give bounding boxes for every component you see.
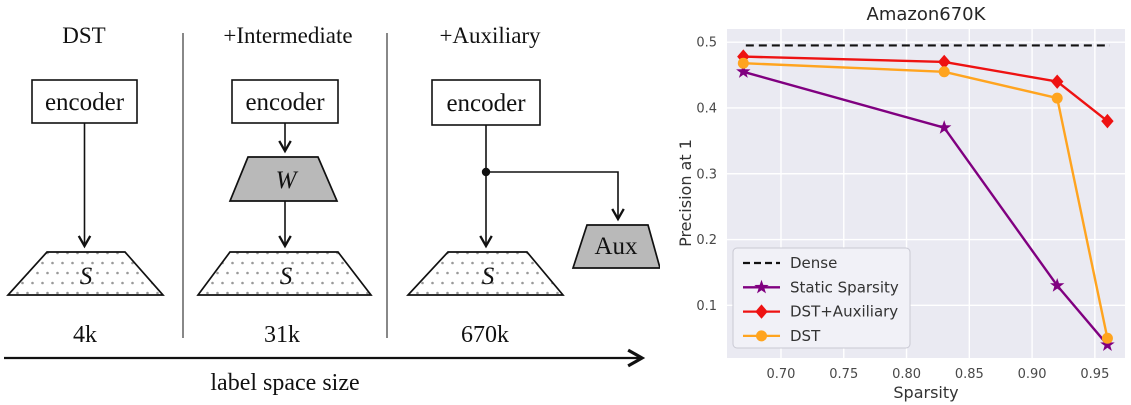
series-marker-dst-auxiliary [938, 54, 951, 70]
series-marker-static-sparsity [1100, 337, 1115, 351]
aux-layer-trapezoid [571, 224, 660, 269]
legend-sample-marker [755, 304, 768, 319]
intermediate-layer-trapezoid [228, 156, 339, 202]
sparse-layer-trapezoid [196, 251, 373, 296]
intermediate-layer-symbol: W [276, 167, 299, 194]
series-line-dst-auxiliary [743, 55, 1109, 123]
series-marker-dst [938, 66, 950, 78]
label-space-size-intermediate: 31k [264, 322, 300, 348]
sparse-layer-symbol: S [280, 263, 293, 290]
series-marker-dst [737, 57, 749, 69]
encoder-box [31, 79, 138, 124]
data-series [736, 44, 1115, 351]
y-tick-label: 0.1 [696, 299, 717, 314]
diagram-section-intermediate: +Intermediate encoder W S 31k [196, 23, 373, 348]
diagram-section-dst: DST encoder S 4k [6, 23, 165, 348]
branch-to-aux-arrow [486, 171, 625, 222]
legend-sample-marker [754, 279, 769, 294]
label-space-size-dst: 4k [73, 322, 97, 348]
legend-entry-label: Dense [790, 254, 837, 272]
label-space-size-auxiliary: 670k [461, 322, 509, 348]
sparse-layer-trapezoid [6, 251, 165, 296]
encoder-box [231, 79, 339, 124]
section-title-dst: DST [62, 23, 105, 48]
series-line-dst [743, 62, 1109, 339]
encoder-label: encoder [446, 90, 526, 117]
x-tick-label: 0.75 [829, 367, 858, 382]
diagram-section-auxiliary: +Auxiliary encoder Aux S 670k [406, 23, 660, 348]
section-title-intermediate: +Intermediate [223, 23, 352, 48]
x-tick-label: 0.70 [767, 367, 796, 382]
series-marker-dst [1101, 332, 1113, 344]
chart-title: Amazon670K [867, 4, 987, 25]
encoder-label: encoder [245, 89, 325, 116]
legend-sample-marker [756, 330, 767, 342]
series-marker-static-sparsity [937, 120, 952, 134]
encoder-label: encoder [45, 89, 125, 116]
axis-ticks: 0.70 0.75 0.80 0.85 0.90 0.95 0.1 0.2 0.3 0.4 0.5 [696, 36, 1109, 382]
x-tick-label: 0.85 [955, 367, 984, 382]
label-space-axis-label: label space size [210, 370, 359, 396]
section-title-auxiliary: +Auxiliary [439, 23, 541, 48]
legend-entry-label: Static Sparsity [790, 278, 899, 296]
series-marker-static-sparsity [1050, 278, 1065, 292]
encoder-box [431, 79, 541, 126]
x-tick-label: 0.80 [892, 367, 921, 382]
sparse-layer-trapezoid [406, 251, 565, 296]
series-marker-dst-auxiliary [1051, 74, 1064, 89]
y-tick-label: 0.2 [696, 233, 717, 248]
series-marker-dst [1051, 92, 1063, 104]
y-tick-label: 0.3 [696, 167, 717, 182]
series-marker-dst-auxiliary [1101, 113, 1114, 129]
sparse-layer-symbol: S [482, 263, 495, 290]
series-marker-static-sparsity [736, 64, 751, 78]
y-tick-label: 0.4 [696, 101, 717, 116]
x-tick-label: 0.90 [1018, 367, 1047, 382]
legend-box [732, 247, 911, 349]
x-axis-label: Sparsity [893, 383, 958, 402]
legend-entry-label: DST+Auxiliary [790, 303, 898, 321]
y-axis-label: Precision at 1 [676, 139, 695, 247]
aux-layer-label: Aux [594, 233, 638, 260]
x-tick-label: 0.95 [1080, 367, 1109, 382]
y-tick-label: 0.5 [696, 36, 717, 51]
architecture-diagram: DST encoder S 4k +Intermediate encoder W… [4, 23, 660, 396]
legend-entry-label: DST [790, 327, 821, 345]
sparse-layer-symbol: S [80, 263, 93, 290]
series-line-static-sparsity [742, 70, 1109, 346]
